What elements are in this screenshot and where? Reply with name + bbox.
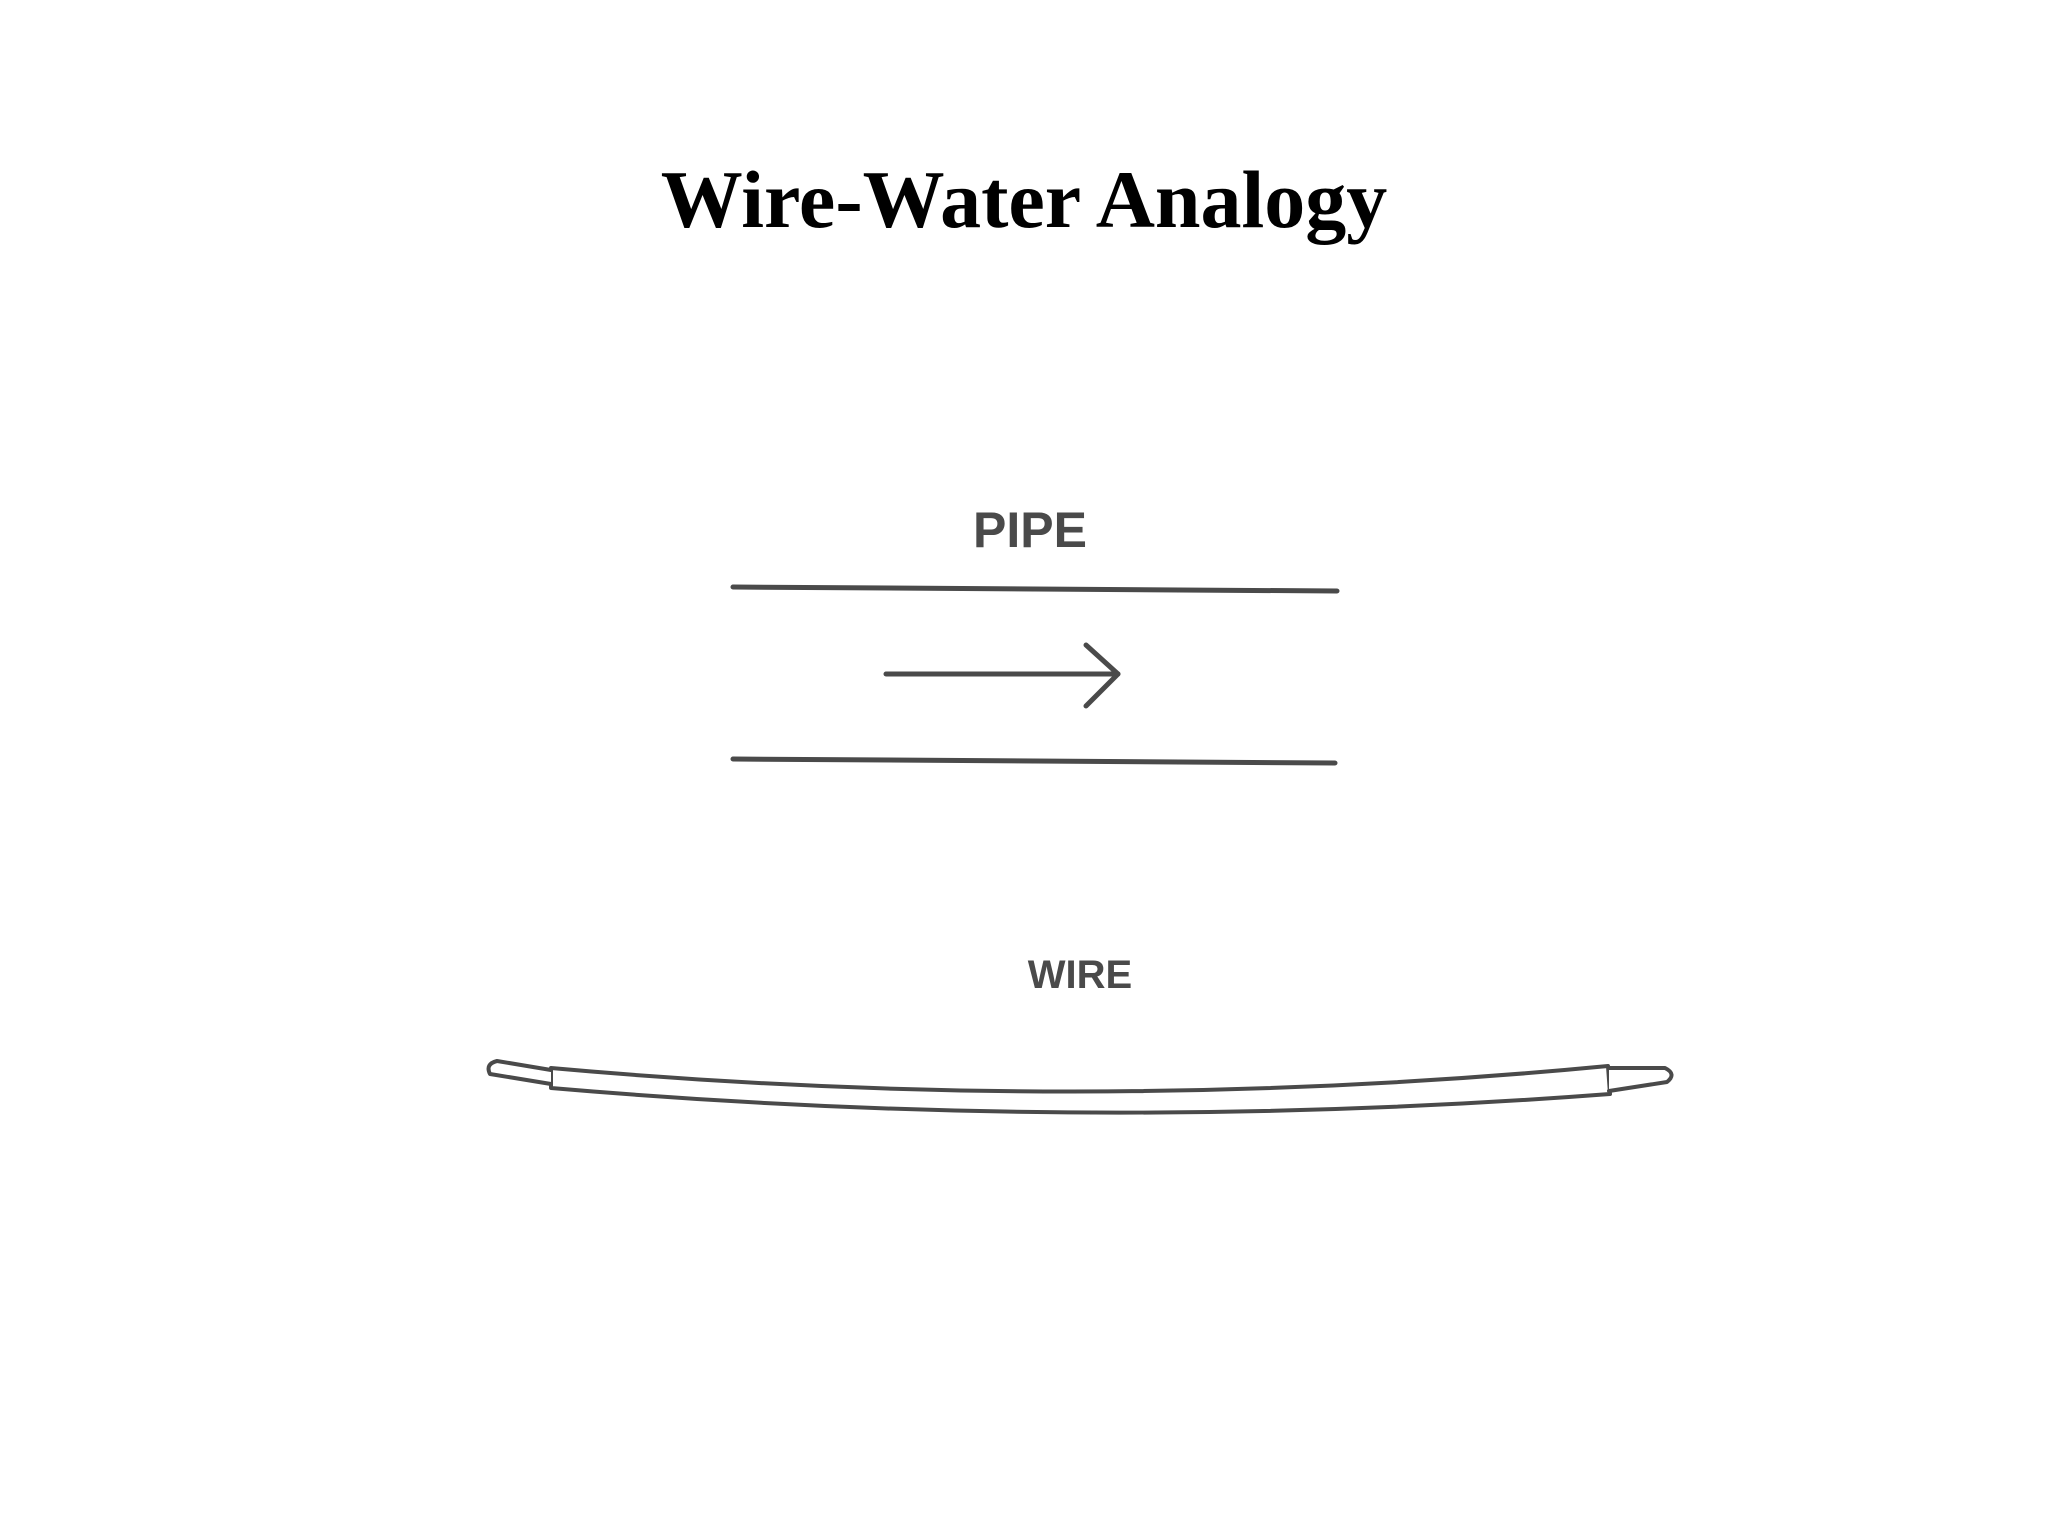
wire-right-tip xyxy=(1607,1066,1674,1093)
wire-label: WIRE xyxy=(1027,953,1133,997)
wire-insulation xyxy=(549,1064,1612,1115)
pipe xyxy=(730,584,1340,766)
wire xyxy=(486,1059,1674,1115)
pipe-top-wall xyxy=(730,584,1340,594)
pipe-bottom-wall xyxy=(730,756,1338,766)
wire-left-tip xyxy=(486,1059,553,1086)
slide-title: Wire-Water Analogy xyxy=(660,154,1388,245)
pipe-label: PIPE xyxy=(973,502,1087,558)
arrow-right-icon xyxy=(883,642,1121,709)
